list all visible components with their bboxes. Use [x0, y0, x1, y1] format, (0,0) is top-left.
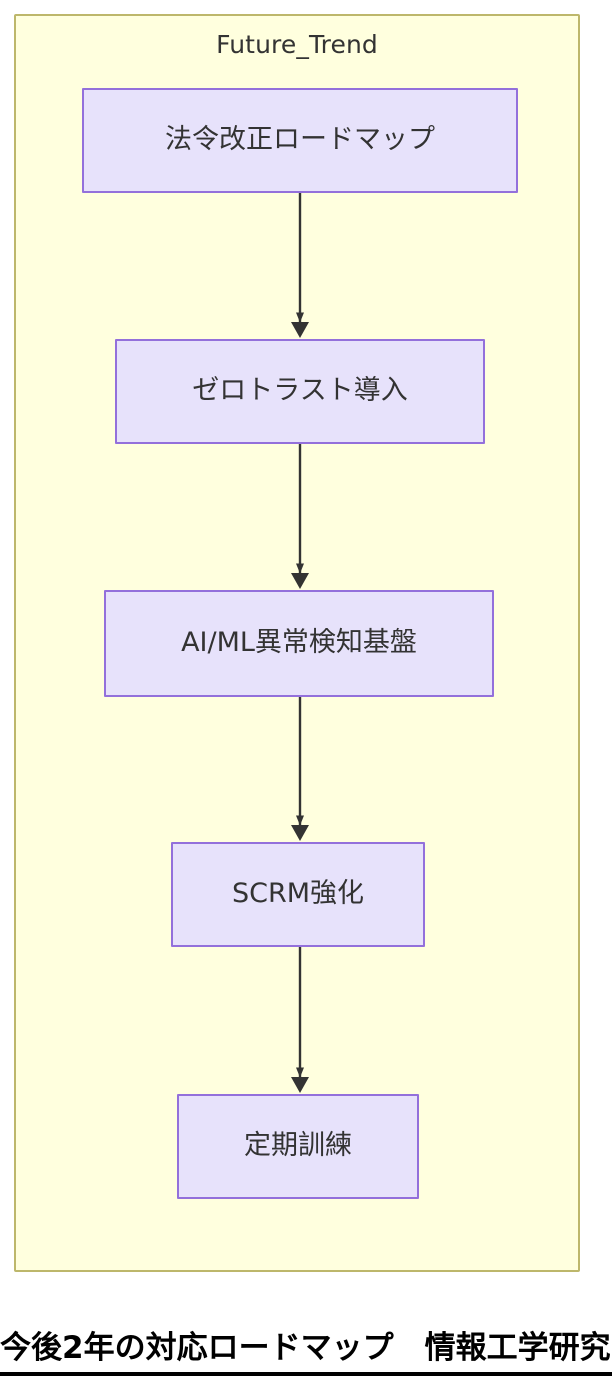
caption-text: 今後2年の対応ロードマップ 情報工学研究 — [0, 1330, 611, 1366]
flowchart-diagram: Future_Trend 法令改正ロードマップ ゼロトラスト導入 AI/ML異常… — [14, 14, 580, 1272]
node-periodic-training[interactable]: 定期訓練 — [177, 1094, 419, 1199]
caption-block: 今後2年の対応ロードマップ 情報工学研究 — [0, 1325, 612, 1386]
node-aiml-anomaly-detection[interactable]: AI/ML異常検知基盤 — [104, 590, 494, 697]
subgraph-title: Future_Trend — [216, 30, 378, 59]
node-zerotrust[interactable]: ゼロトラスト導入 — [115, 339, 485, 444]
node-scrm[interactable]: SCRM強化 — [171, 842, 425, 947]
caption-divider — [0, 1372, 612, 1376]
node-roadmap[interactable]: 法令改正ロードマップ — [82, 88, 518, 193]
